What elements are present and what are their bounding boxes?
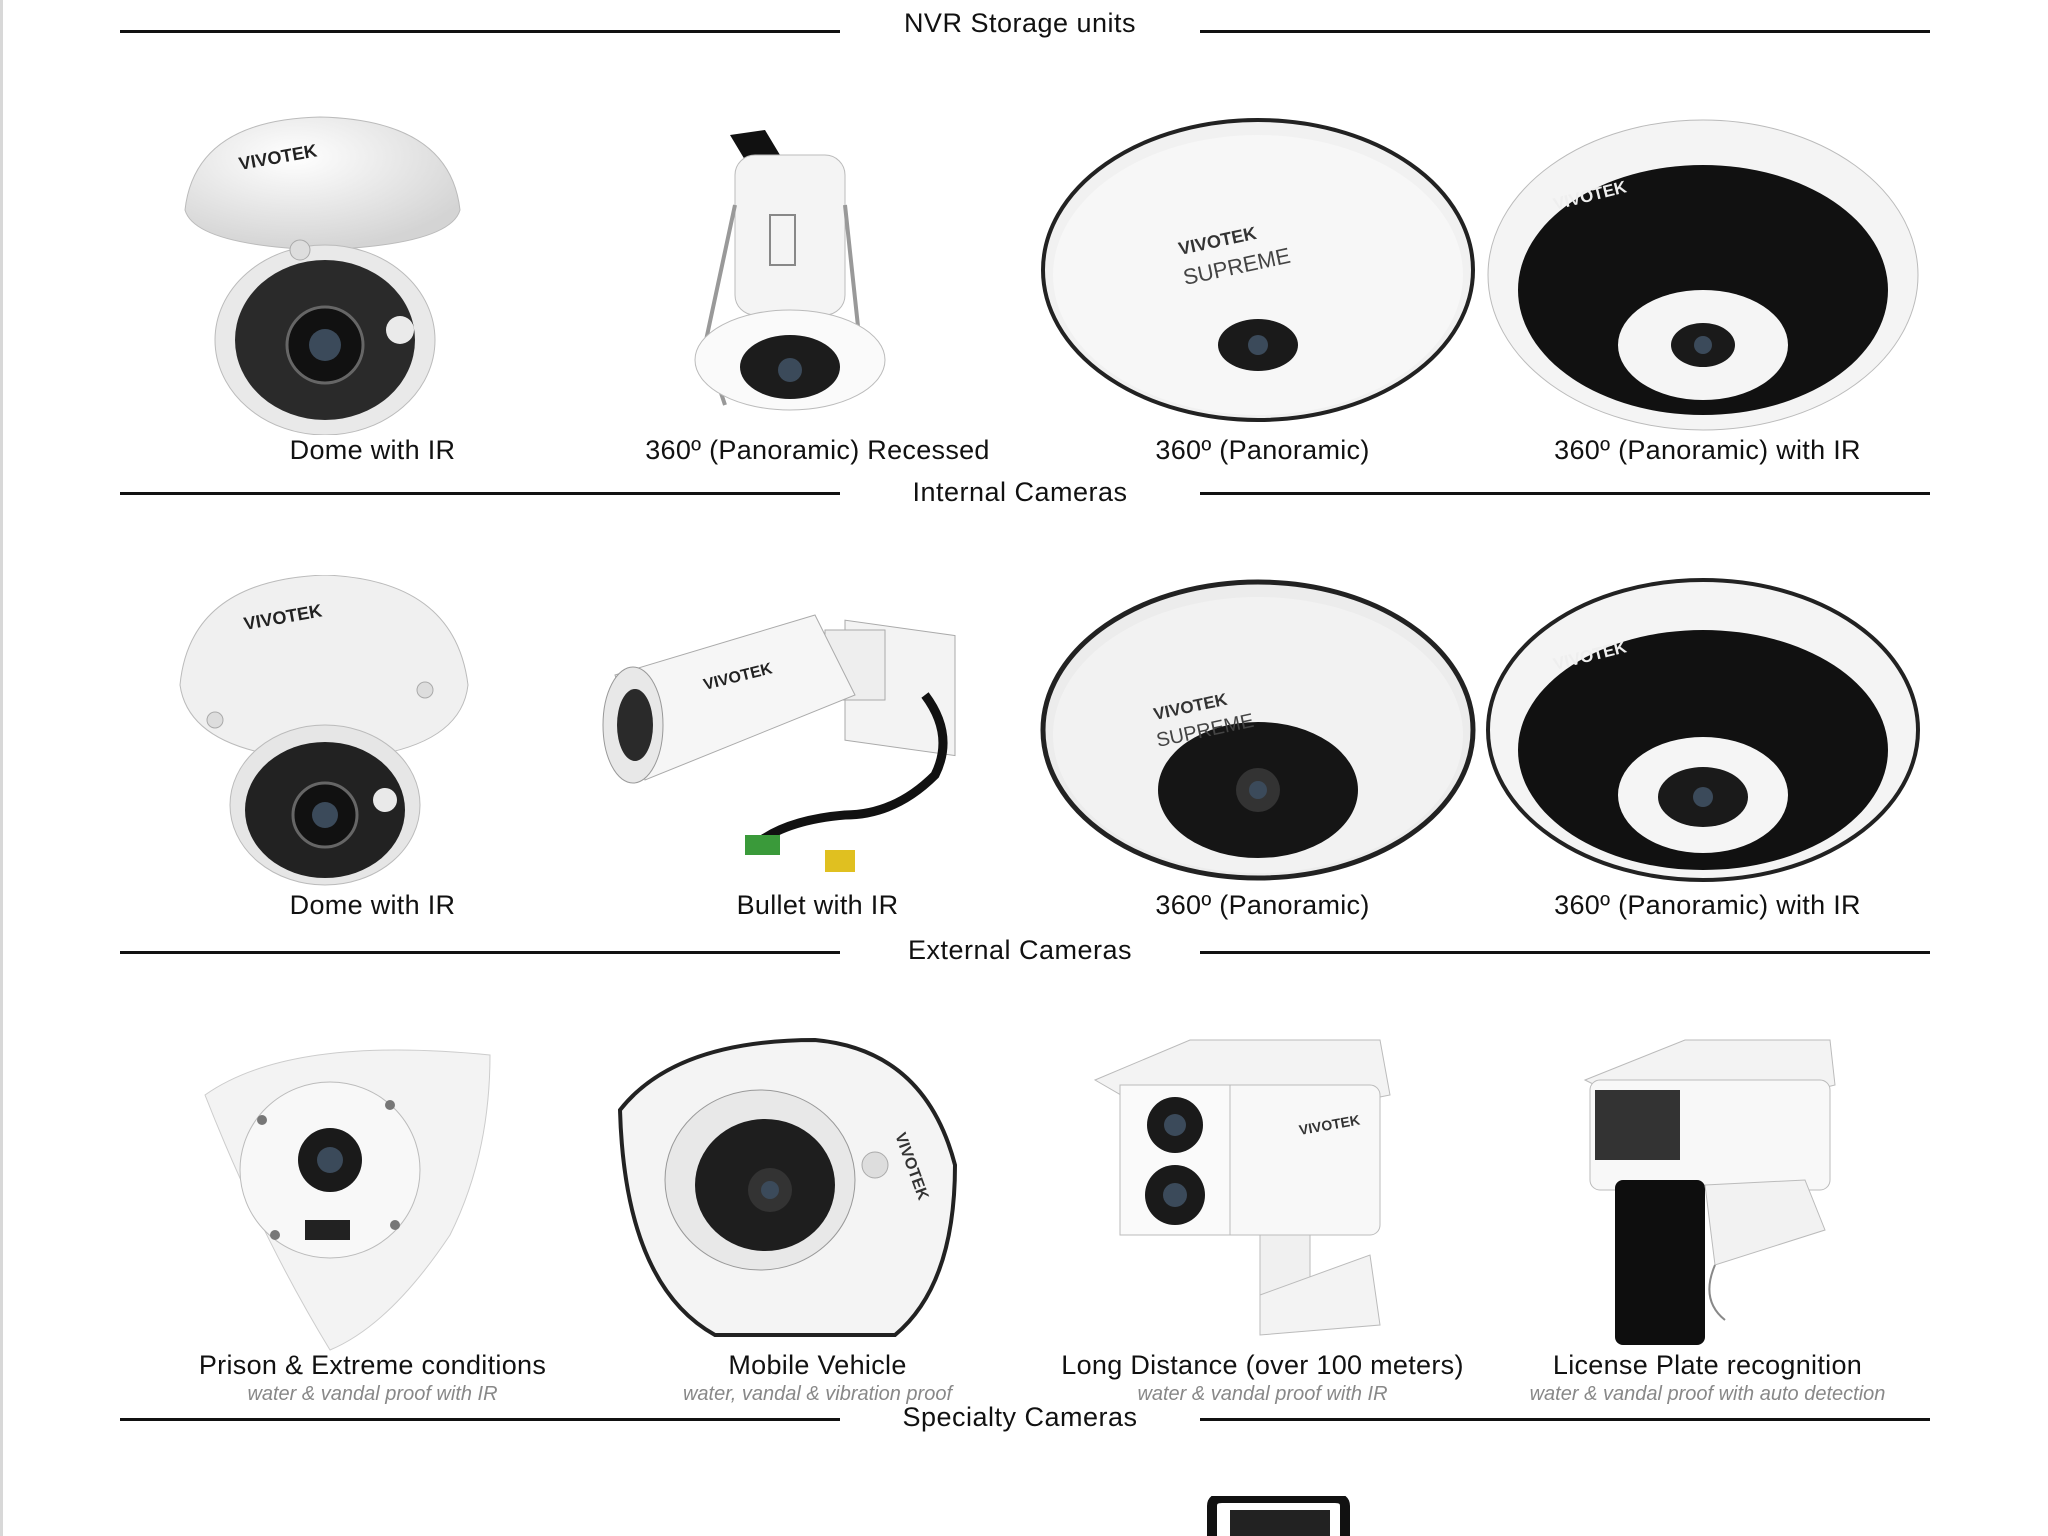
- product-label: 360º (Panoramic): [1155, 890, 1370, 920]
- panoramic-camera-icon: VIVOTEK SUPREME: [1040, 115, 1485, 435]
- product-label: Dome with IR: [289, 435, 456, 465]
- bullet-camera-icon: VIVOTEK: [595, 575, 1040, 895]
- divider-rule-left: [120, 30, 840, 33]
- product-label: License Plate recognition: [1552, 1350, 1863, 1380]
- product-label: Long Distance (over 100 meters): [1061, 1350, 1464, 1380]
- panoramic-ir-camera-icon: VIVOTEK: [1485, 115, 1930, 435]
- corner-mount-camera-icon: [150, 1035, 595, 1355]
- product-label: Mobile Vehicle: [728, 1350, 907, 1380]
- section-divider-specialty: Specialty Cameras: [120, 1402, 1930, 1450]
- section-divider-internal: Internal Cameras: [120, 477, 1930, 525]
- specialty-camera-icon: [1200, 1496, 1360, 1536]
- divider-rule-right: [1200, 1418, 1930, 1421]
- product-label: 360º (Panoramic): [1155, 435, 1370, 465]
- product-sublabel: water, vandal & vibration proof: [682, 1383, 953, 1405]
- recessed-panoramic-camera-icon: [595, 115, 1040, 435]
- product-label: Prison & Extreme conditions: [198, 1350, 547, 1380]
- section-divider-nvr: NVR Storage units: [120, 8, 1930, 56]
- lpr-camera-icon: [1485, 1035, 1930, 1355]
- dome-ir-camera-icon: VIVOTEK: [150, 115, 595, 435]
- product-label: Bullet with IR: [736, 890, 899, 920]
- divider-rule-right: [1200, 492, 1930, 495]
- dome-ir-camera-icon: VIVOTEK: [150, 575, 595, 895]
- divider-rule-right: [1200, 951, 1930, 954]
- divider-rule-left: [120, 492, 840, 495]
- page-edge: [0, 0, 3, 1536]
- product-label: 360º (Panoramic) Recessed: [645, 435, 990, 465]
- product-label: 360º (Panoramic) with IR: [1554, 890, 1861, 920]
- divider-rule-right: [1200, 30, 1930, 33]
- section-title: External Cameras: [907, 935, 1133, 965]
- section-title: NVR Storage units: [903, 8, 1137, 38]
- divider-rule-left: [120, 1418, 840, 1421]
- product-label: 360º (Panoramic) with IR: [1554, 435, 1861, 465]
- product-sublabel: water & vandal proof with IR: [1137, 1383, 1388, 1405]
- section-title: Internal Cameras: [912, 477, 1128, 507]
- long-range-camera-icon: VIVOTEK: [1040, 1035, 1485, 1355]
- divider-rule-left: [120, 951, 840, 954]
- section-title: Specialty Cameras: [902, 1402, 1138, 1432]
- panoramic-camera-icon: VIVOTEK SUPREME: [1040, 575, 1485, 895]
- section-divider-external: External Cameras: [120, 935, 1930, 983]
- product-sublabel: water & vandal proof with auto detection: [1529, 1383, 1886, 1405]
- product-label: Dome with IR: [289, 890, 456, 920]
- panoramic-ir-camera-icon: VIVOTEK: [1485, 575, 1930, 895]
- mobile-dome-camera-icon: VIVOTEK: [595, 1035, 1040, 1355]
- product-sublabel: water & vandal proof with IR: [247, 1383, 498, 1405]
